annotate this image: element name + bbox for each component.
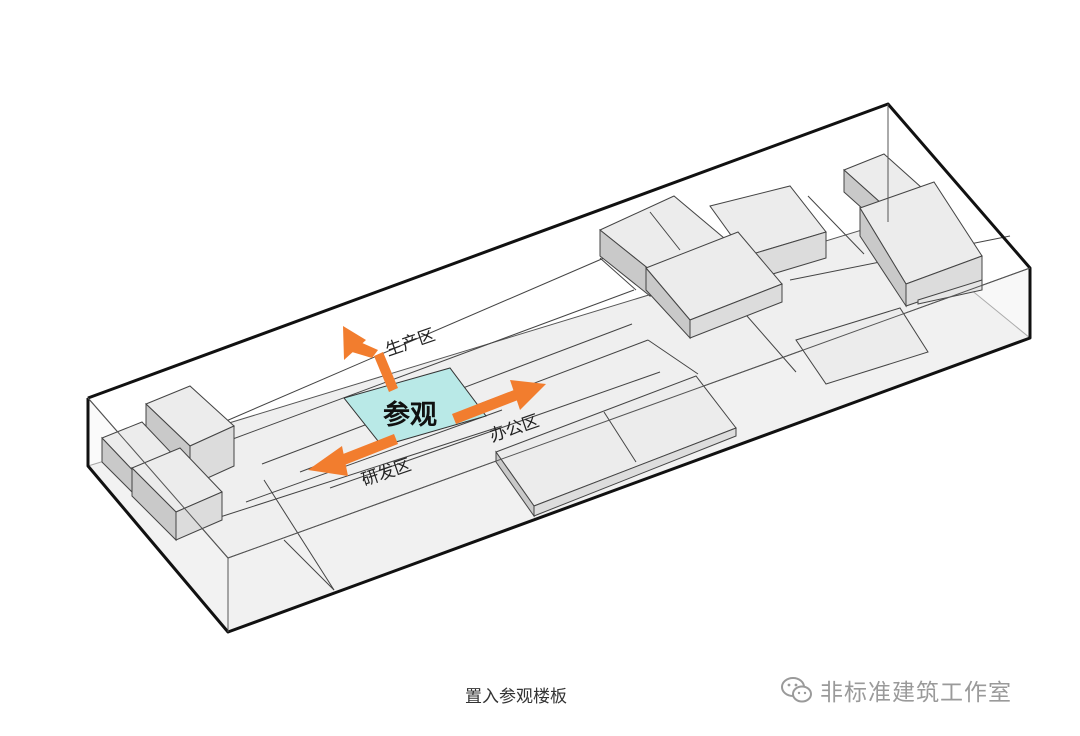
visit-plate: 参观 xyxy=(343,367,487,447)
left-block-cluster xyxy=(101,385,235,542)
top-middle-blocks xyxy=(599,185,827,340)
plate-right xyxy=(795,307,929,385)
diagram-caption: 置入参观楼板 xyxy=(465,687,567,707)
plate-mid-front-face xyxy=(533,427,737,517)
watermark: 非标准建筑工作室 xyxy=(780,672,1012,708)
production-zone-label: 生产区 xyxy=(383,325,438,361)
circulation-arrows xyxy=(308,326,546,476)
floor-plates xyxy=(495,307,929,518)
arrow-to-rnd xyxy=(308,434,398,476)
right-block-cluster xyxy=(843,153,983,308)
arrow-to-production xyxy=(343,326,398,392)
envelope-inner-edges xyxy=(87,104,1031,632)
watermark-text: 非标准建筑工作室 xyxy=(820,680,1012,706)
visit-plate-top xyxy=(343,367,487,447)
wechat-icon xyxy=(781,677,812,703)
visit-plate-label: 参观 xyxy=(383,399,437,431)
arrow-to-office xyxy=(452,380,546,424)
